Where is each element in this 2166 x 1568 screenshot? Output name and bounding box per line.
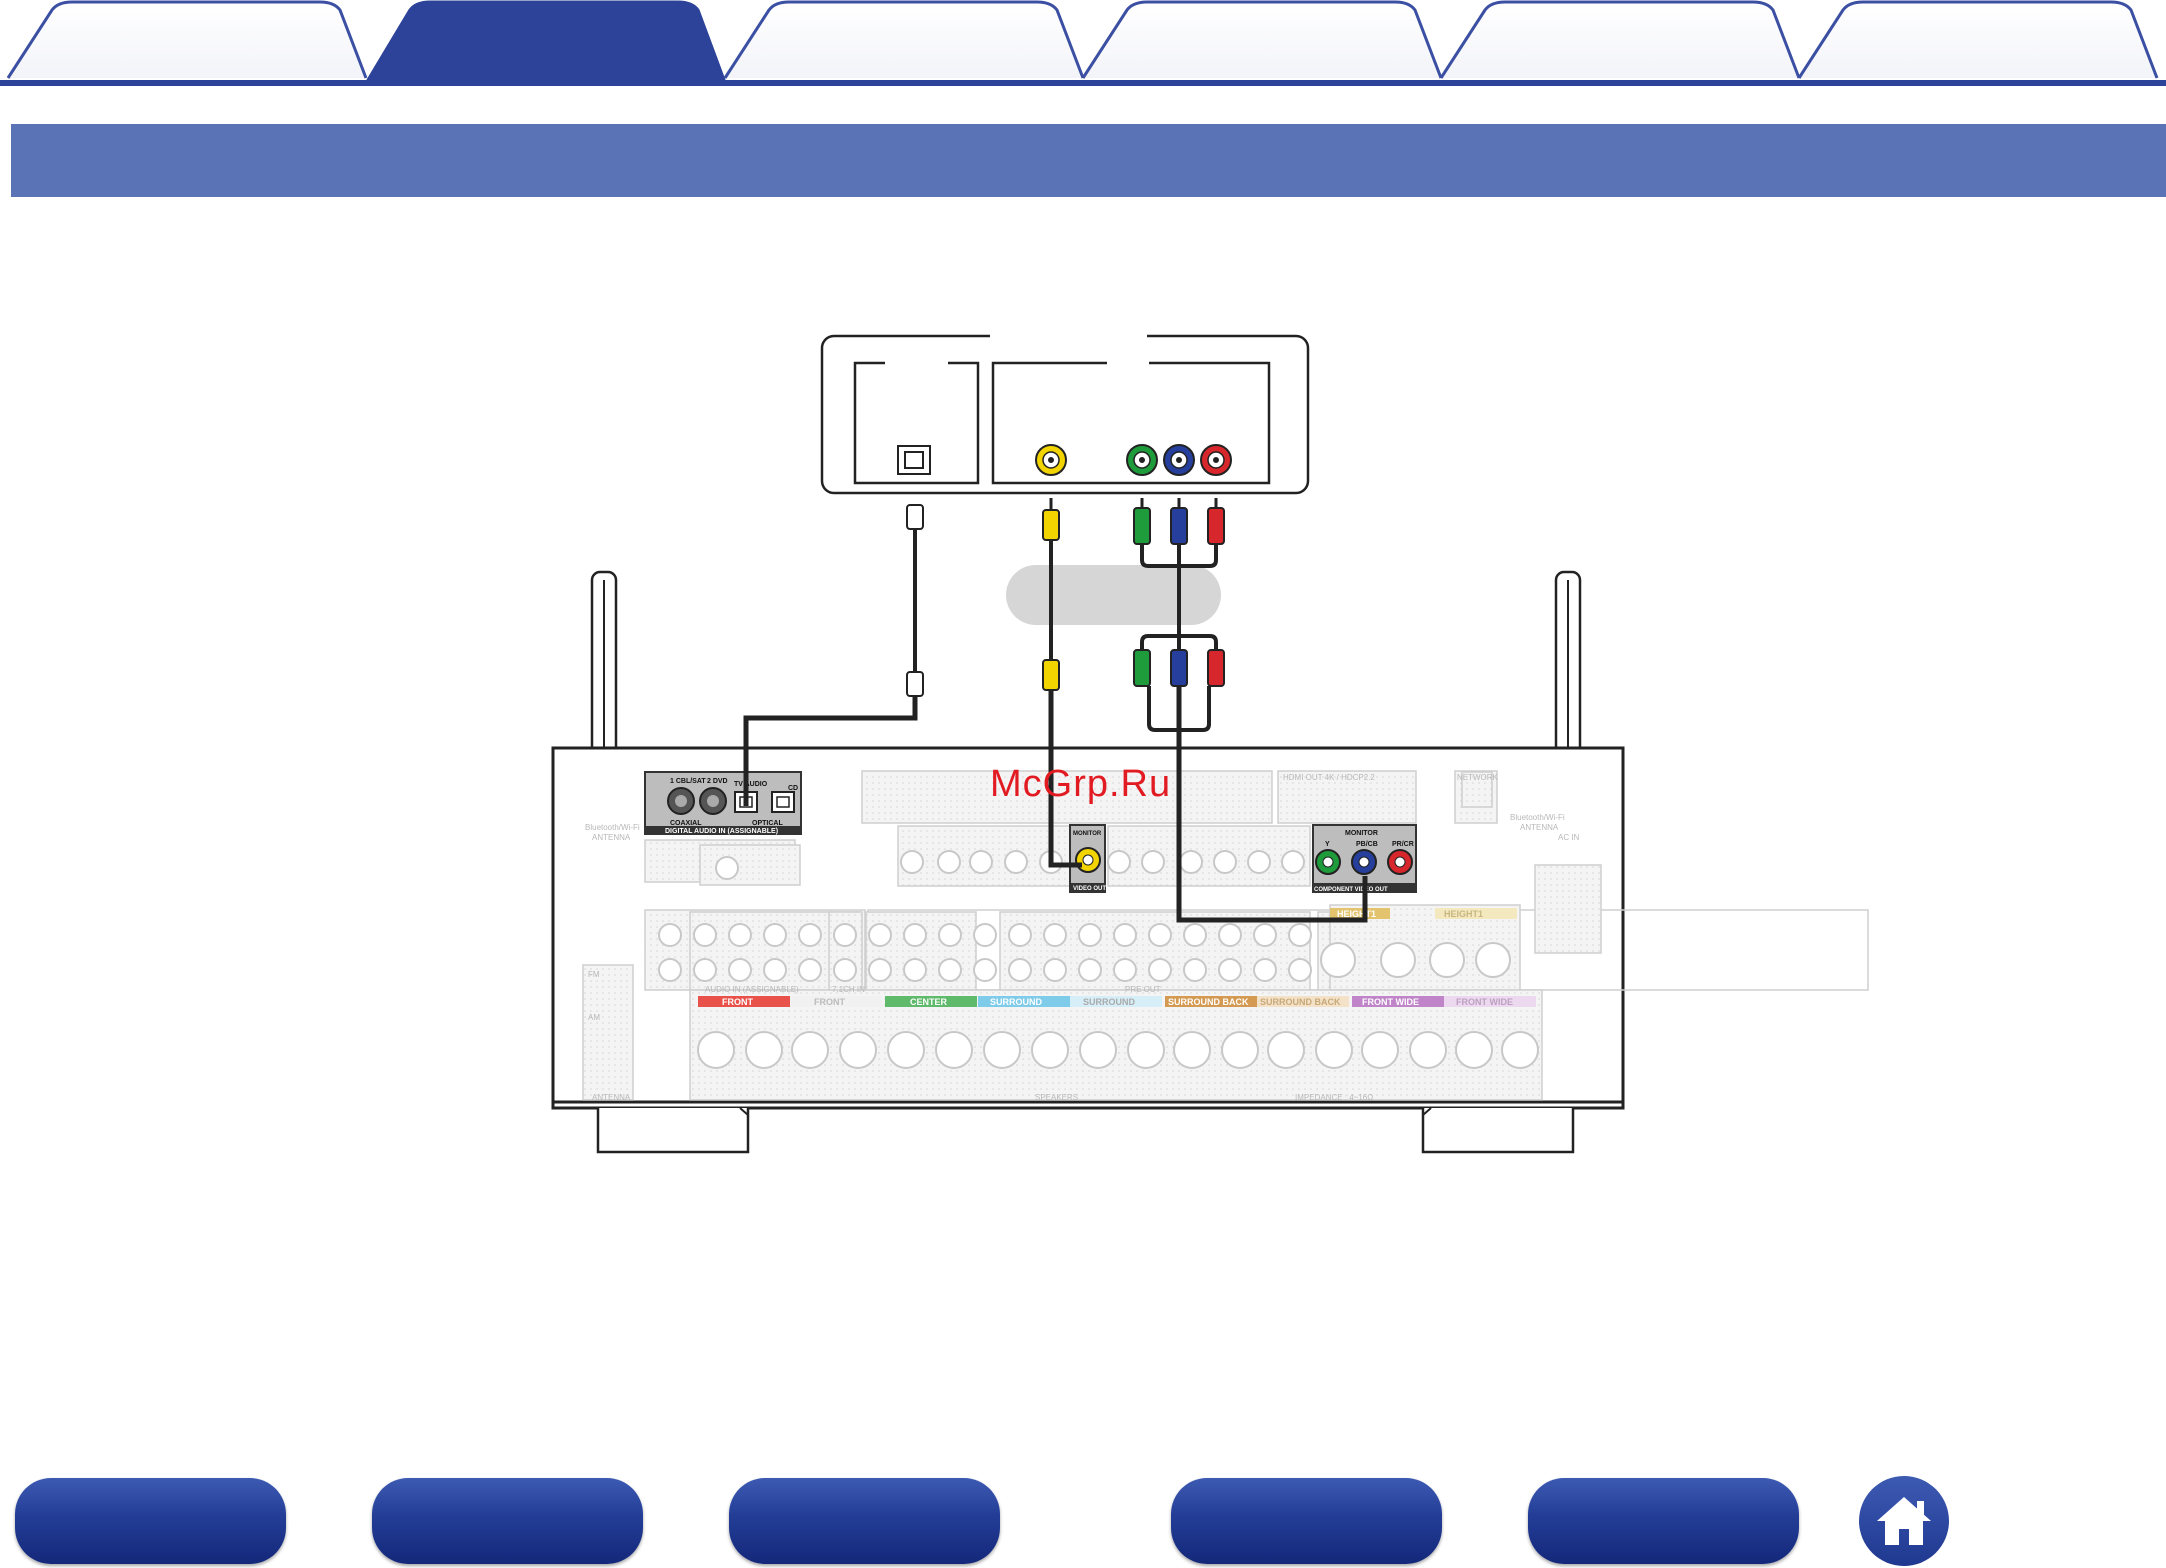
house-icon — [1877, 1497, 1931, 1545]
watermark-text: McGrp.Ru — [990, 763, 1172, 805]
speaker-label-front-wide-r: FRONT WIDE — [1456, 997, 1513, 1007]
svg-text:AUDIO IN (ASSIGNABLE): AUDIO IN (ASSIGNABLE) — [705, 985, 799, 994]
svg-text:NETWORK: NETWORK — [1457, 773, 1499, 782]
speaker-label-front-l: FRONT — [722, 997, 753, 1007]
tab-6-shape — [1797, 0, 2159, 79]
svg-text:ANTENNA: ANTENNA — [1520, 823, 1559, 832]
svg-text:PB/CB: PB/CB — [1356, 841, 1378, 848]
svg-text:ANTENNA: ANTENNA — [592, 833, 631, 842]
nav-button-5[interactable] — [1528, 1478, 1799, 1564]
speaker-label-surround-l: SURROUND — [990, 997, 1043, 1007]
nav-button-4[interactable] — [1171, 1478, 1442, 1564]
svg-text:Bluetooth/Wi-Fi: Bluetooth/Wi-Fi — [585, 823, 640, 832]
svg-text:ANTENNA: ANTENNA — [592, 1093, 631, 1102]
speaker-label-surround-back-r: SURROUND BACK — [1260, 997, 1341, 1007]
nav-button-3[interactable] — [729, 1478, 1000, 1564]
tab-3-shape — [723, 0, 1085, 79]
svg-text:MONITOR: MONITOR — [1073, 831, 1102, 837]
height-label-r: HEIGHT1 — [1444, 909, 1483, 919]
tab-2-shape — [365, 0, 727, 82]
section-header-band — [11, 124, 2166, 197]
svg-text:VIDEO OUT: VIDEO OUT — [1073, 886, 1106, 892]
av-receiver-rear-panel: FRONT FRONT CENTER SURROUND SURROUND SUR… — [551, 746, 1869, 1154]
tab-1-shape — [6, 0, 368, 79]
svg-text:COAXIAL: COAXIAL — [670, 820, 702, 827]
svg-text:PRE OUT: PRE OUT — [1125, 985, 1161, 994]
digital-audio-in-panel: 1 CBL/SAT 2 DVD TV AUDIO CD COAXIAL OPTI… — [644, 771, 802, 835]
tab-shapes — [0, 0, 2166, 86]
speaker-label-strip: FRONT FRONT CENTER SURROUND SURROUND SUR… — [698, 908, 1536, 1007]
svg-text:MONITOR: MONITOR — [1345, 830, 1378, 837]
svg-text:1 CBL/SAT: 1 CBL/SAT — [670, 778, 706, 785]
source-optical-port — [897, 445, 931, 475]
svg-text:2 DVD: 2 DVD — [707, 778, 728, 785]
height-label-l: HEIGHT1 — [1337, 909, 1376, 919]
monitor-video-out-panel: MONITOR VIDEO OUT — [1069, 824, 1106, 893]
nav-button-2[interactable] — [372, 1478, 643, 1564]
tab-5-shape — [1439, 0, 1801, 79]
bottom-nav — [0, 1470, 2166, 1568]
speaker-label-front-r: FRONT — [814, 997, 845, 1007]
svg-text:IMPEDANCE : 4~16Ω: IMPEDANCE : 4~16Ω — [1295, 1093, 1373, 1102]
speaker-label-surround-r: SURROUND — [1083, 997, 1136, 1007]
svg-text:FM: FM — [588, 970, 600, 979]
speaker-label-surround-back-l: SURROUND BACK — [1168, 997, 1249, 1007]
svg-text:PR/CR: PR/CR — [1392, 841, 1414, 848]
svg-text:HDMI OUT 4K / HDCP2.2: HDMI OUT 4K / HDCP2.2 — [1283, 773, 1375, 782]
tab-4-shape — [1081, 0, 1443, 79]
cable-label-pill — [1006, 565, 1221, 625]
svg-text:AM: AM — [588, 1013, 600, 1022]
home-button[interactable] — [1859, 1476, 1949, 1566]
source-device — [820, 330, 1310, 495]
svg-text:DIGITAL AUDIO IN (ASSIGNABLE): DIGITAL AUDIO IN (ASSIGNABLE) — [665, 828, 778, 835]
speaker-label-center: CENTER — [910, 997, 948, 1007]
svg-text:Bluetooth/Wi-Fi: Bluetooth/Wi-Fi — [1510, 813, 1565, 822]
nav-button-1[interactable] — [15, 1478, 286, 1564]
svg-text:TV AUDIO: TV AUDIO — [734, 781, 768, 788]
svg-text:Y: Y — [1325, 841, 1330, 848]
top-tab-bar — [0, 0, 2166, 90]
svg-text:CD: CD — [788, 785, 798, 792]
source-component-jacks — [1126, 444, 1232, 476]
speaker-label-front-wide-l: FRONT WIDE — [1362, 997, 1419, 1007]
svg-text:SPEAKERS: SPEAKERS — [1035, 1093, 1078, 1102]
source-video-jack — [1035, 444, 1067, 476]
svg-text:AC IN: AC IN — [1558, 833, 1580, 842]
svg-text:COMPONENT VIDEO OUT: COMPONENT VIDEO OUT — [1314, 887, 1388, 893]
svg-text:7.1CH IN: 7.1CH IN — [832, 985, 865, 994]
svg-text:OPTICAL: OPTICAL — [752, 820, 783, 827]
